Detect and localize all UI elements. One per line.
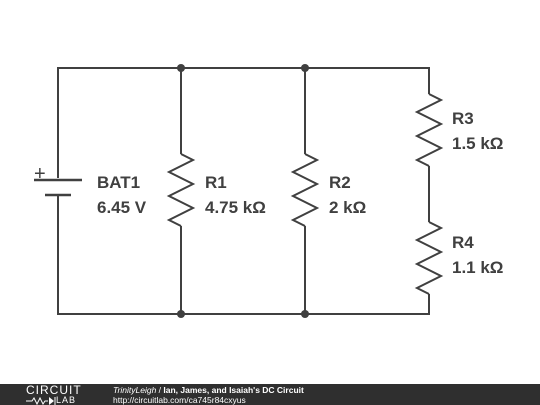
logo-text-bottom: LAB (26, 395, 76, 405)
battery-plus-sign: + (34, 163, 46, 185)
junction-dot (177, 64, 185, 72)
logo-text-top: CIRCUIT (26, 383, 82, 397)
junction-dot (301, 310, 309, 318)
junction-dot (177, 310, 185, 318)
resistor-r4 (414, 221, 444, 295)
circuit-info: TrinityLeigh / Ian, James, and Isaiah's … (113, 385, 304, 405)
r2-name: R2 (329, 173, 351, 192)
footer-bar: CIRCUIT LAB TrinityLeigh / Ian, James, a… (0, 384, 540, 405)
r1-value: 4.75 kΩ (205, 198, 266, 217)
r1-name: R1 (205, 173, 227, 192)
r3-value: 1.5 kΩ (452, 134, 503, 153)
author-link[interactable]: TrinityLeigh (113, 385, 157, 395)
r3-name: R3 (452, 109, 474, 128)
circuit-url[interactable]: http://circuitlab.com/ca745r84cxyus (113, 395, 246, 405)
logo-lab-text: LAB (56, 395, 77, 405)
junction-dot (301, 64, 309, 72)
bat1-value: 6.45 V (97, 198, 147, 217)
bat1-name: BAT1 (97, 173, 140, 192)
title-separator: / (156, 385, 164, 395)
r4-name: R4 (452, 233, 474, 252)
resistor-r3 (414, 93, 444, 167)
circuitlab-logo[interactable]: CIRCUIT LAB (26, 384, 96, 405)
r4-value: 1.1 kΩ (452, 258, 503, 277)
circuit-title[interactable]: Ian, James, and Isaiah's DC Circuit (163, 385, 304, 395)
r2-value: 2 kΩ (329, 198, 366, 217)
resistor-r2 (290, 153, 320, 227)
resistor-r1 (166, 153, 196, 227)
circuit-schematic: + BAT1 6.45 V R1 4.75 kΩ R2 2 kΩ R3 1.5 … (34, 64, 503, 318)
logo-circuit-icon (26, 396, 56, 405)
